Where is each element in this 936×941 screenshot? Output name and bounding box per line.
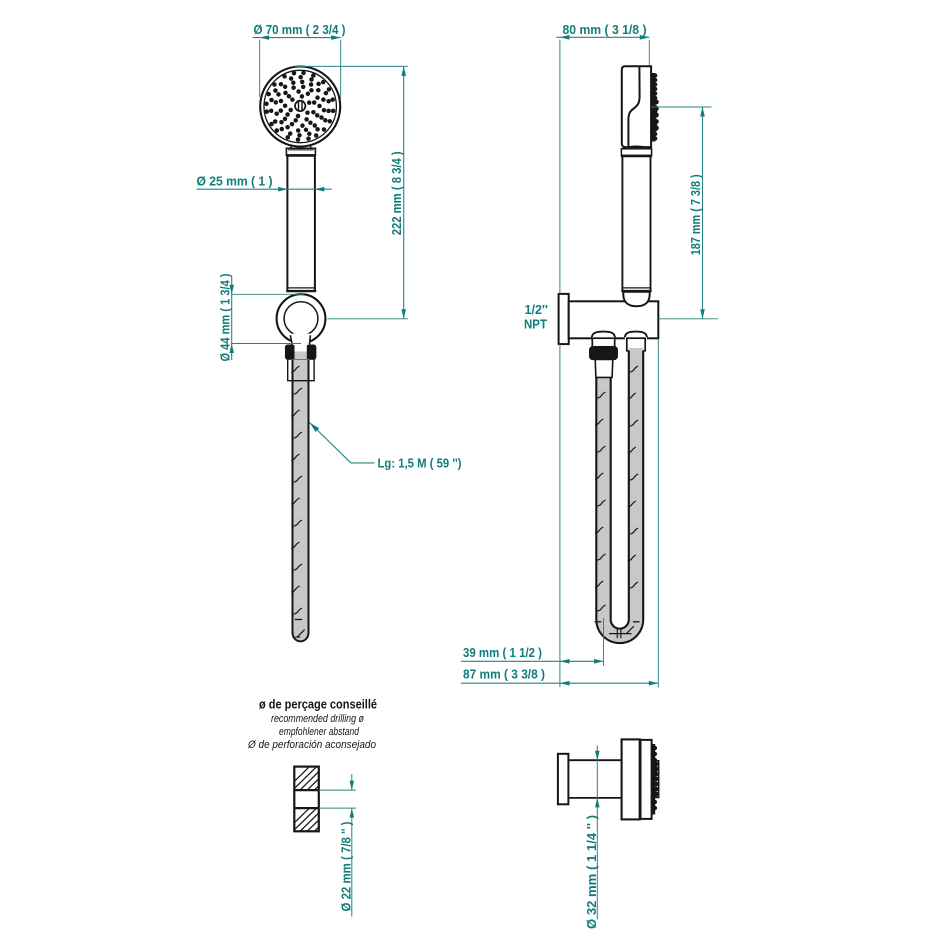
- svg-text:Ø 70 mm ( 2 3/4 ): Ø 70 mm ( 2 3/4 ): [254, 22, 346, 37]
- svg-text:NPT: NPT: [524, 317, 547, 332]
- svg-text:Ø 25 mm ( 1 ): Ø 25 mm ( 1 ): [197, 174, 273, 189]
- svg-text:39 mm ( 1 1/2 ): 39 mm ( 1 1/2 ): [463, 645, 542, 660]
- svg-text:1/2'': 1/2'': [525, 302, 549, 317]
- svg-text:Ø 32 mm ( 1 1/4 '' ): Ø 32 mm ( 1 1/4 '' ): [584, 815, 599, 929]
- svg-text:ø de perçage conseillé: ø de perçage conseillé: [259, 697, 377, 712]
- svg-text:187 mm ( 7 3/8 ): 187 mm ( 7 3/8 ): [688, 174, 703, 255]
- svg-text:empfohlener abstand: empfohlener abstand: [279, 726, 360, 738]
- svg-text:Ø 44 mm ( 1 3/4 ): Ø 44 mm ( 1 3/4 ): [217, 274, 232, 362]
- svg-text:87 mm ( 3 3/8 ): 87 mm ( 3 3/8 ): [463, 667, 545, 682]
- svg-text:222 mm ( 8 3/4 ): 222 mm ( 8 3/4 ): [389, 151, 404, 235]
- svg-text:Lg: 1,5 M ( 59 ''): Lg: 1,5 M ( 59 ''): [378, 456, 462, 471]
- svg-text:Ø 22 mm ( 7/8 '' ): Ø 22 mm ( 7/8 '' ): [339, 822, 354, 912]
- svg-text:80 mm ( 3 1/8 ): 80 mm ( 3 1/8 ): [563, 22, 647, 37]
- svg-text:Ø de perforación aconsejado: Ø de perforación aconsejado: [247, 739, 376, 751]
- svg-text:recommended drilling ø: recommended drilling ø: [271, 713, 364, 725]
